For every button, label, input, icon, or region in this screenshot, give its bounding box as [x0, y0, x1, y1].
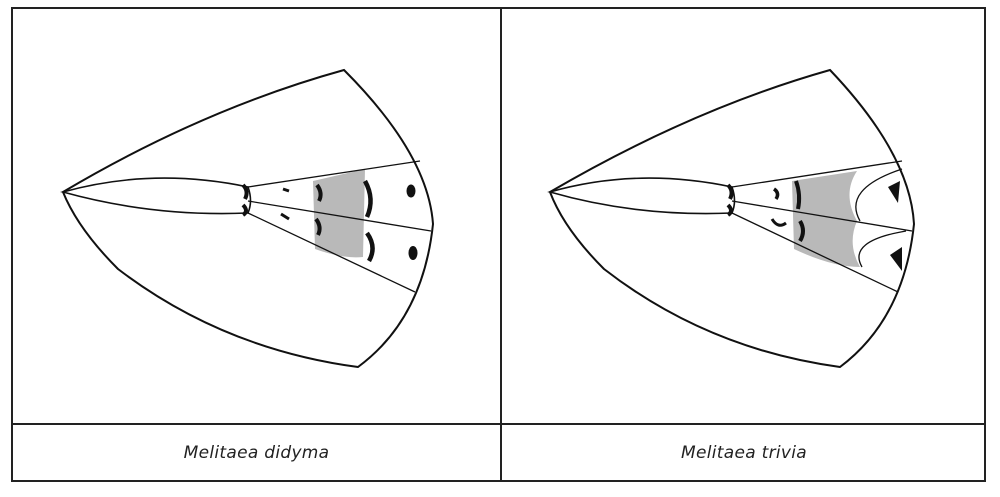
- trivia-dash-mark: [772, 187, 780, 200]
- didyma-marginal-dot: [406, 184, 416, 198]
- didyma-vein-lower: [247, 212, 416, 293]
- didyma-spot: [315, 183, 323, 202]
- trivia-dash-mark: [770, 218, 787, 227]
- trivia-marginal-triangle: [888, 181, 900, 203]
- didyma-dash-mark: [282, 187, 290, 193]
- didyma-wing-diagram: [60, 68, 435, 369]
- trivia-wing-outline: [548, 68, 916, 369]
- didyma-shaded-band: [313, 169, 365, 258]
- didyma-caption: Melitaea didyma: [183, 442, 330, 463]
- didyma-spot: [314, 217, 322, 236]
- column-divider: [500, 9, 502, 480]
- didyma-dash-mark: [280, 212, 290, 221]
- didyma-vein-upper: [247, 160, 421, 188]
- didyma-marginal-dot: [408, 246, 418, 260]
- trivia-submarginal-arc: [855, 168, 903, 222]
- trivia-discal-cell: [547, 177, 736, 215]
- trivia-shaded-band: [792, 171, 860, 267]
- didyma-cell-end-mark: [241, 203, 248, 217]
- trivia-caption: Melitaea trivia: [680, 442, 807, 463]
- comparison-table: Melitaea didyma Melitaea trivia: [11, 7, 986, 482]
- row-divider: [13, 423, 984, 425]
- trivia-wing-diagram: [547, 68, 916, 369]
- didyma-wing-outline: [61, 68, 435, 369]
- didyma-cell-end-mark: [241, 183, 249, 200]
- trivia-spot: [794, 180, 802, 210]
- trivia-spot: [798, 219, 805, 243]
- trivia-cell-end-mark: [726, 183, 734, 200]
- trivia-panel: [502, 9, 986, 423]
- didyma-spot: [363, 179, 373, 218]
- didyma-spot: [365, 231, 375, 263]
- trivia-cell-end-mark: [726, 203, 733, 217]
- trivia-vein-upper: [731, 160, 903, 188]
- trivia-marginal-triangle: [890, 247, 902, 271]
- trivia-vein-middle: [731, 200, 913, 232]
- trivia-submarginal-arc: [858, 230, 907, 268]
- didyma-discal-cell: [60, 177, 252, 215]
- didyma-vein-middle: [247, 200, 432, 232]
- trivia-vein-lower: [731, 212, 899, 293]
- didyma-panel: [13, 9, 500, 423]
